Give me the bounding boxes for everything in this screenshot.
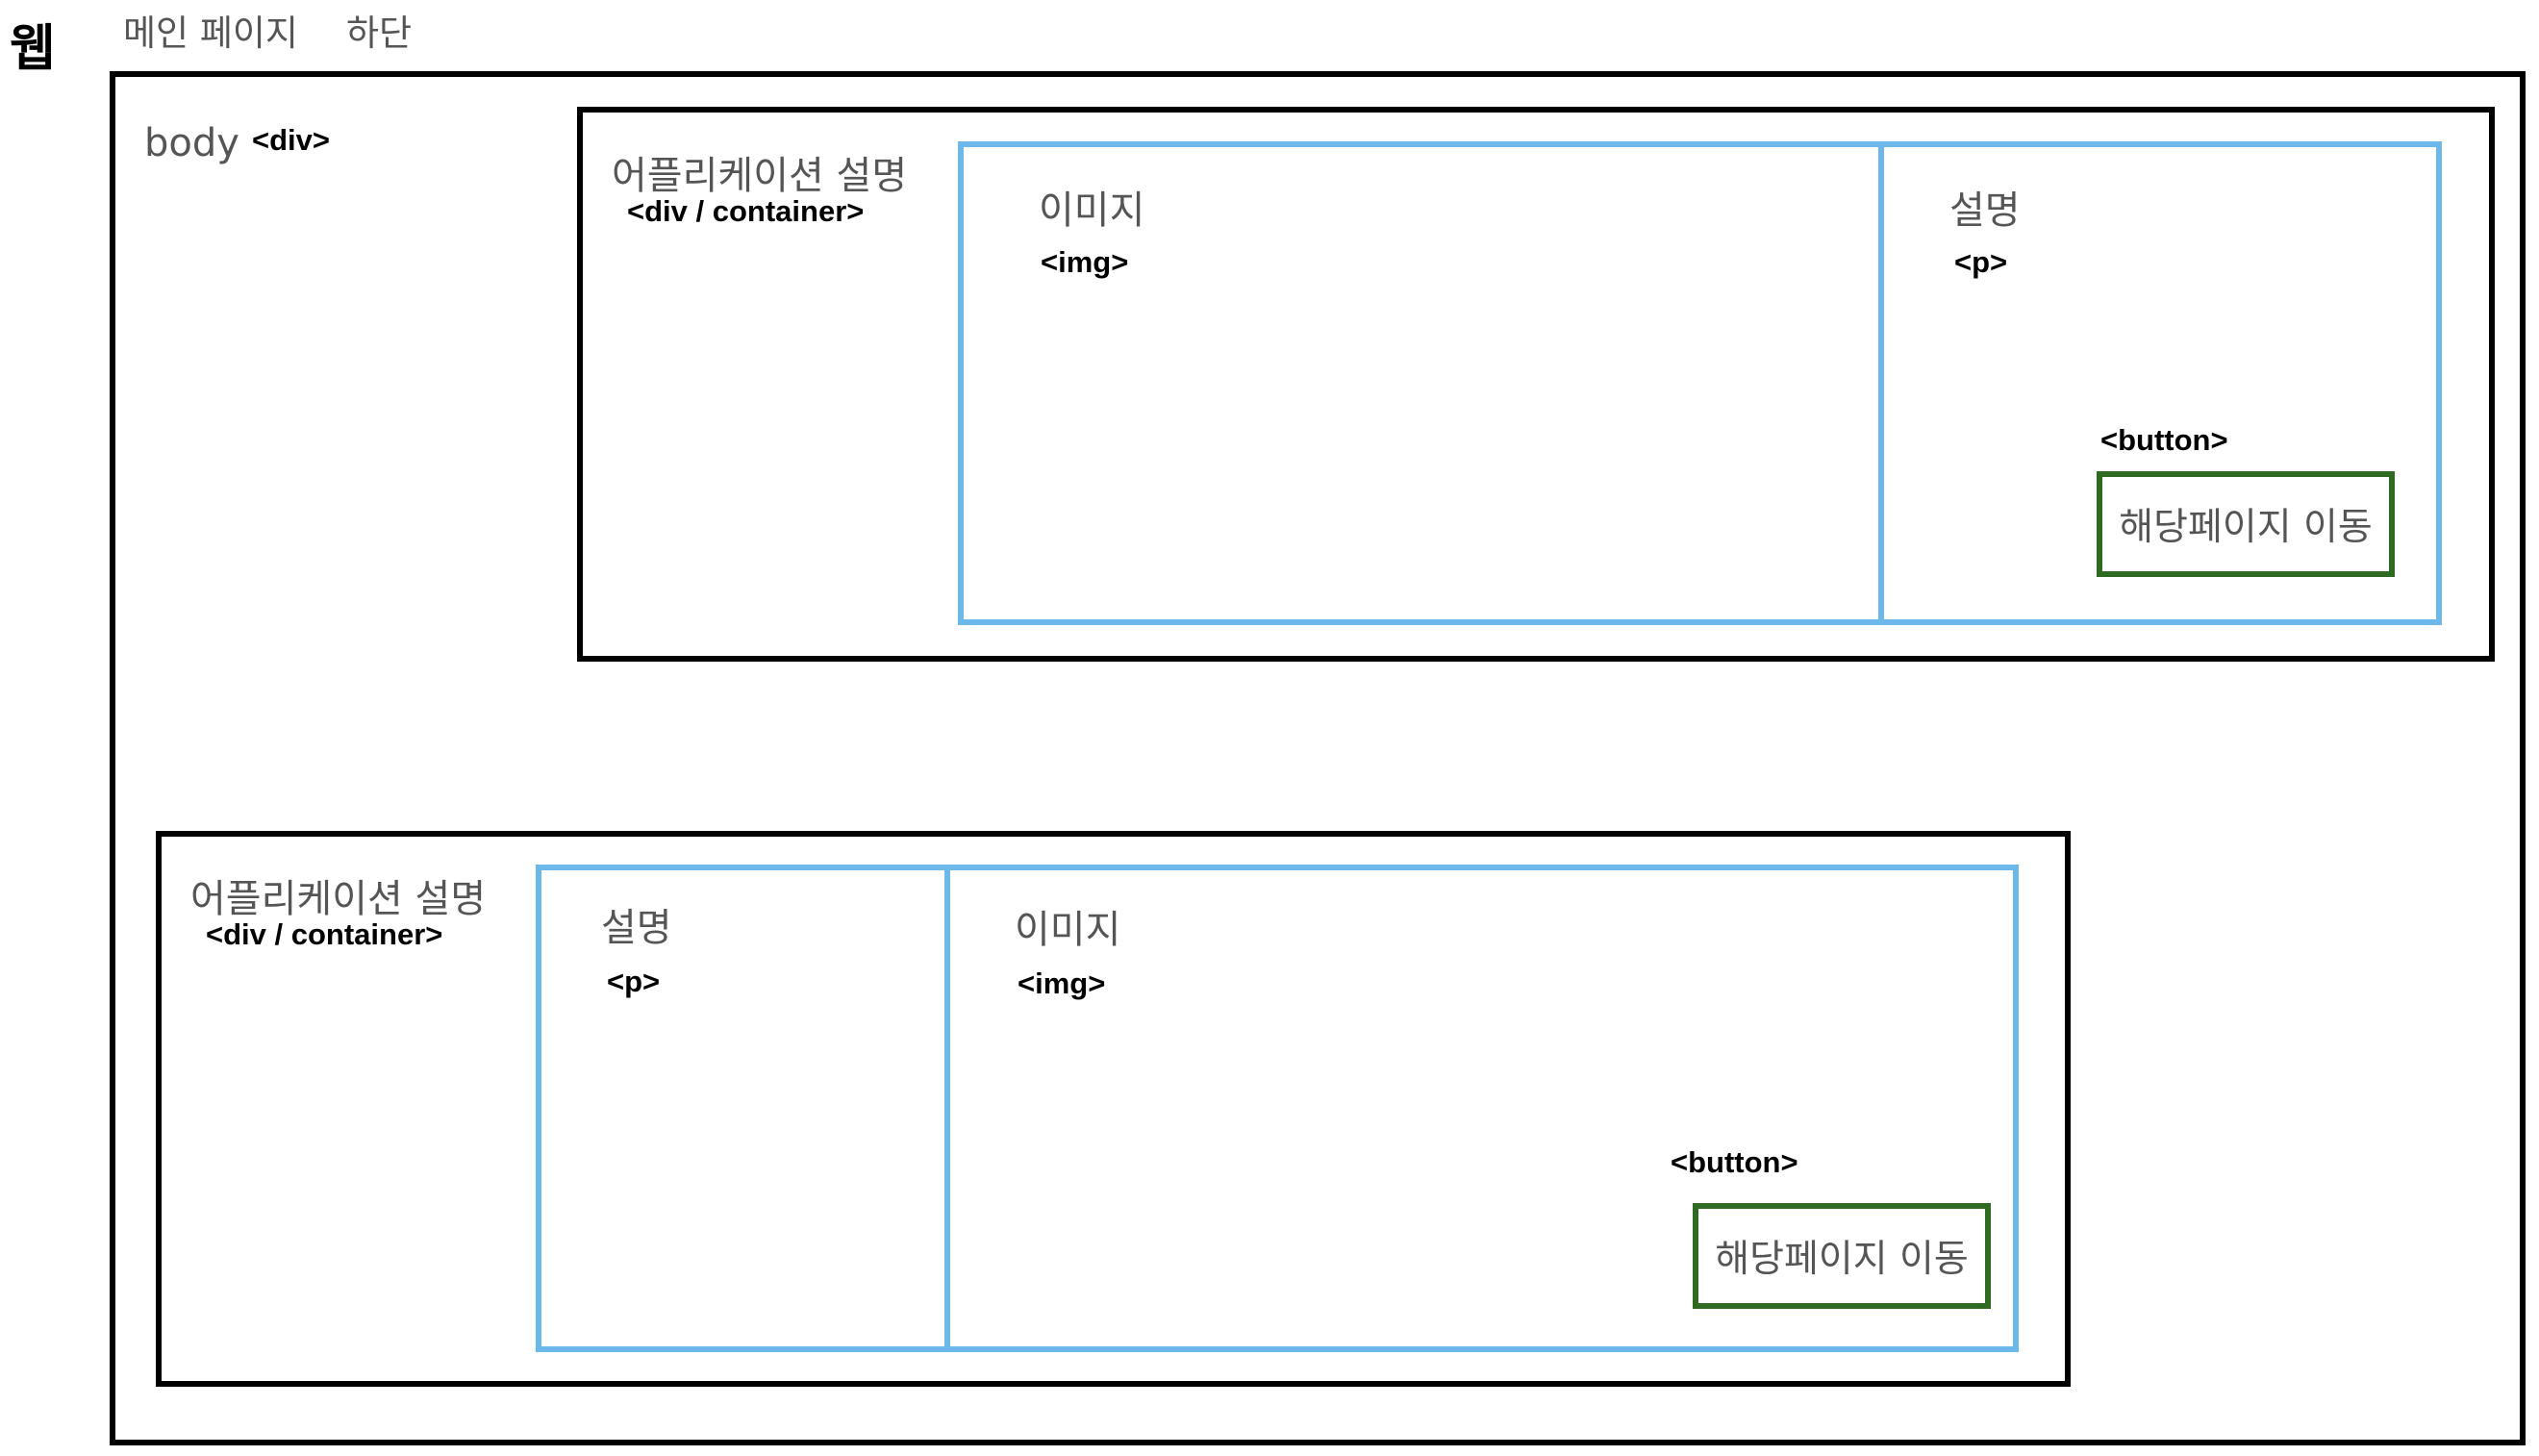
section-2-navigate-button[interactable]: 해당페이지 이동	[1693, 1203, 1991, 1309]
body-box	[110, 71, 2526, 1445]
section-1-description-tag: <p>	[1954, 245, 2008, 279]
section-2-image-tag: <img>	[1018, 966, 1106, 1000]
section-2-button-tag: <button>	[1671, 1145, 1798, 1179]
diagram-title: 웹	[10, 20, 56, 78]
section-1-container	[577, 107, 2495, 662]
section-2-label: 어플리케이션 설명	[190, 877, 487, 921]
section-2-inner-row	[536, 865, 2019, 1352]
section-1-navigate-button[interactable]: 해당페이지 이동	[2097, 471, 2395, 577]
section-2-description-label: 설명	[601, 906, 672, 950]
body-label: body	[144, 121, 239, 165]
section-2-image-label: 이미지	[1015, 908, 1121, 952]
diagram-subtitle-bottom: 하단	[346, 13, 413, 54]
section-1-divider	[1878, 141, 1884, 625]
diagram-subtitle-main-page: 메인 페이지	[123, 13, 298, 54]
section-1-button-tag: <button>	[2100, 423, 2228, 457]
section-2-tag: <div / container>	[206, 917, 443, 951]
section-1-image-label: 이미지	[1039, 188, 1145, 233]
section-1-tag: <div / container>	[627, 194, 865, 228]
section-1-inner-row	[958, 141, 2442, 625]
section-1-image-tag: <img>	[1041, 245, 1129, 279]
section-2-container	[156, 831, 2071, 1387]
section-1-description-label: 설명	[1949, 188, 2021, 233]
body-tag: <div>	[252, 123, 330, 157]
section-2-divider	[944, 865, 950, 1352]
section-2-description-tag: <p>	[607, 965, 661, 998]
section-2-navigate-button-label: 해당페이지 이동	[1715, 1238, 1969, 1281]
section-1-navigate-button-label: 해당페이지 이동	[2119, 506, 2373, 549]
section-1-label: 어플리케이션 설명	[612, 154, 908, 198]
